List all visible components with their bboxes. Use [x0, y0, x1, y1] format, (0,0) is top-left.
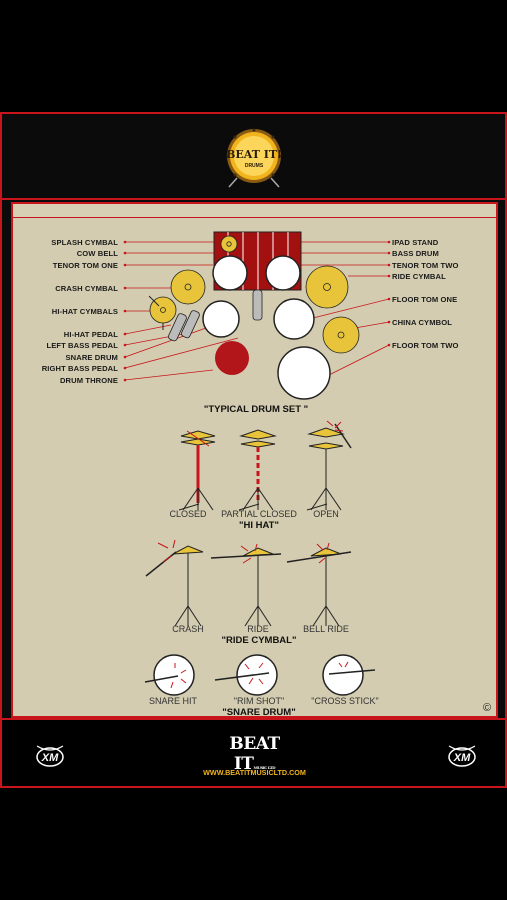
- label-hi-hat-cymbals: HI-HAT CYMBALS: [51, 307, 118, 316]
- tenor-tom-two: [265, 255, 301, 291]
- drum-throne: [215, 341, 249, 375]
- snare-cross-stick: [322, 654, 376, 696]
- caption-partial-closed: PARTIAL CLOSED: [221, 509, 297, 519]
- footer-brand-sub: MUSIC LTD: [253, 765, 276, 770]
- floor-tom-one: [273, 298, 315, 340]
- hi-hat-closed: [178, 430, 216, 511]
- label-right-bass-pedal: RIGHT BASS PEDAL: [41, 364, 118, 373]
- snare-rim-shot: [214, 654, 278, 696]
- caption-crash: CRASH: [172, 624, 204, 634]
- hi-hat-pedal-shape: [168, 313, 187, 342]
- ride-crash: [145, 539, 204, 627]
- ride-ride: [210, 543, 282, 627]
- caption-cross-stick: "CROSS STICK": [311, 696, 379, 706]
- ride-cymbal-title: "RIDE CYMBAL": [221, 635, 297, 646]
- label-hi-hat-pedal: HI-HAT PEDAL: [63, 330, 118, 339]
- xm-logo-left[interactable]: XM: [34, 742, 66, 770]
- xm-logo-right-text: XM: [453, 752, 471, 764]
- splash-cymbal: [220, 235, 238, 253]
- hi-hat-title: "HI HAT": [239, 520, 279, 531]
- label-drum-throne: DRUM THRONE: [59, 376, 118, 385]
- ride-bell: [286, 542, 352, 627]
- label-ride-cymbal: RIDE CYMBAL: [392, 272, 446, 281]
- chart-top-bar: [11, 202, 498, 219]
- bass-pedal-shape: [181, 310, 200, 339]
- tenor-tom-one: [212, 255, 248, 291]
- beat-it-drums-logo[interactable]: BEAT IT! DRUMS: [223, 126, 285, 188]
- label-tenor-tom-one: TENOR TOM ONE: [52, 261, 118, 270]
- leader-lines: [124, 241, 390, 381]
- logo-title: BEAT IT!: [226, 148, 282, 161]
- label-bass-drum: BASS DRUM: [392, 249, 439, 258]
- footer-brand-text: BEAT IT: [229, 734, 280, 774]
- label-crash-cymbal: CRASH CYMBAL: [55, 284, 118, 293]
- label-china-cymbol: CHINA CYMBOL: [392, 318, 452, 327]
- label-floor-tom-two: FLOOR TOM TWO: [392, 341, 459, 350]
- label-snare-drum: SNARE DRUM: [65, 353, 118, 362]
- caption-rim-shot: "RIM SHOT": [233, 696, 285, 706]
- drum-chart: SPLASH CYMBAL COW BELL TENOR TOM ONE CRA…: [11, 218, 498, 718]
- website-link[interactable]: WWW.BEATITMUSICLTD.COM: [203, 768, 306, 777]
- caption-bell-ride: BELL RIDE: [303, 624, 349, 634]
- crash-cymbal: [170, 269, 206, 305]
- xm-logo-right[interactable]: XM: [446, 742, 478, 770]
- typical-drum-set-title: "TYPICAL DRUM SET ": [203, 404, 309, 415]
- logo-subtitle: DRUMS: [245, 163, 264, 169]
- label-tenor-tom-two: TENOR TOM TWO: [392, 261, 459, 270]
- caption-closed: CLOSED: [169, 509, 207, 519]
- label-left-bass-pedal: LEFT BASS PEDAL: [46, 341, 118, 350]
- right-bass-pedal-shape: [252, 289, 263, 321]
- label-floor-tom-one: FLOOR TOM ONE: [392, 295, 458, 304]
- floor-tom-two: [277, 346, 331, 400]
- snare-hit: [144, 654, 195, 696]
- caption-ride: RIDE: [247, 624, 269, 634]
- hi-hat-open: [306, 420, 352, 511]
- caption-snare-hit: SNARE HIT: [148, 696, 197, 706]
- china-cymbal: [322, 316, 360, 354]
- app-frame: BEAT IT! DRUMS SPLASH CYMBAL COW BELL TE…: [0, 112, 507, 788]
- label-cow-bell: COW BELL: [76, 249, 118, 258]
- drum-set-diagram: [123, 231, 391, 696]
- header: BEAT IT! DRUMS: [2, 114, 505, 200]
- xm-logo-left-text: XM: [41, 752, 59, 764]
- ride-cymbal: [305, 265, 349, 309]
- snare-drum: [202, 300, 240, 338]
- footer: XM BEAT ITMUSIC LTD WWW.BEATITMUSICLTD.C…: [2, 718, 505, 786]
- label-splash-cymbal: SPLASH CYMBAL: [51, 238, 118, 247]
- copyright-symbol: ©: [483, 702, 492, 714]
- footer-brand: BEAT ITMUSIC LTD: [212, 734, 297, 774]
- snare-drum-title: "SNARE DRUM": [222, 707, 296, 718]
- label-ipad-stand: IPAD STAND: [392, 238, 439, 247]
- caption-open: OPEN: [313, 509, 339, 519]
- hi-hat-partial-closed: [238, 429, 277, 511]
